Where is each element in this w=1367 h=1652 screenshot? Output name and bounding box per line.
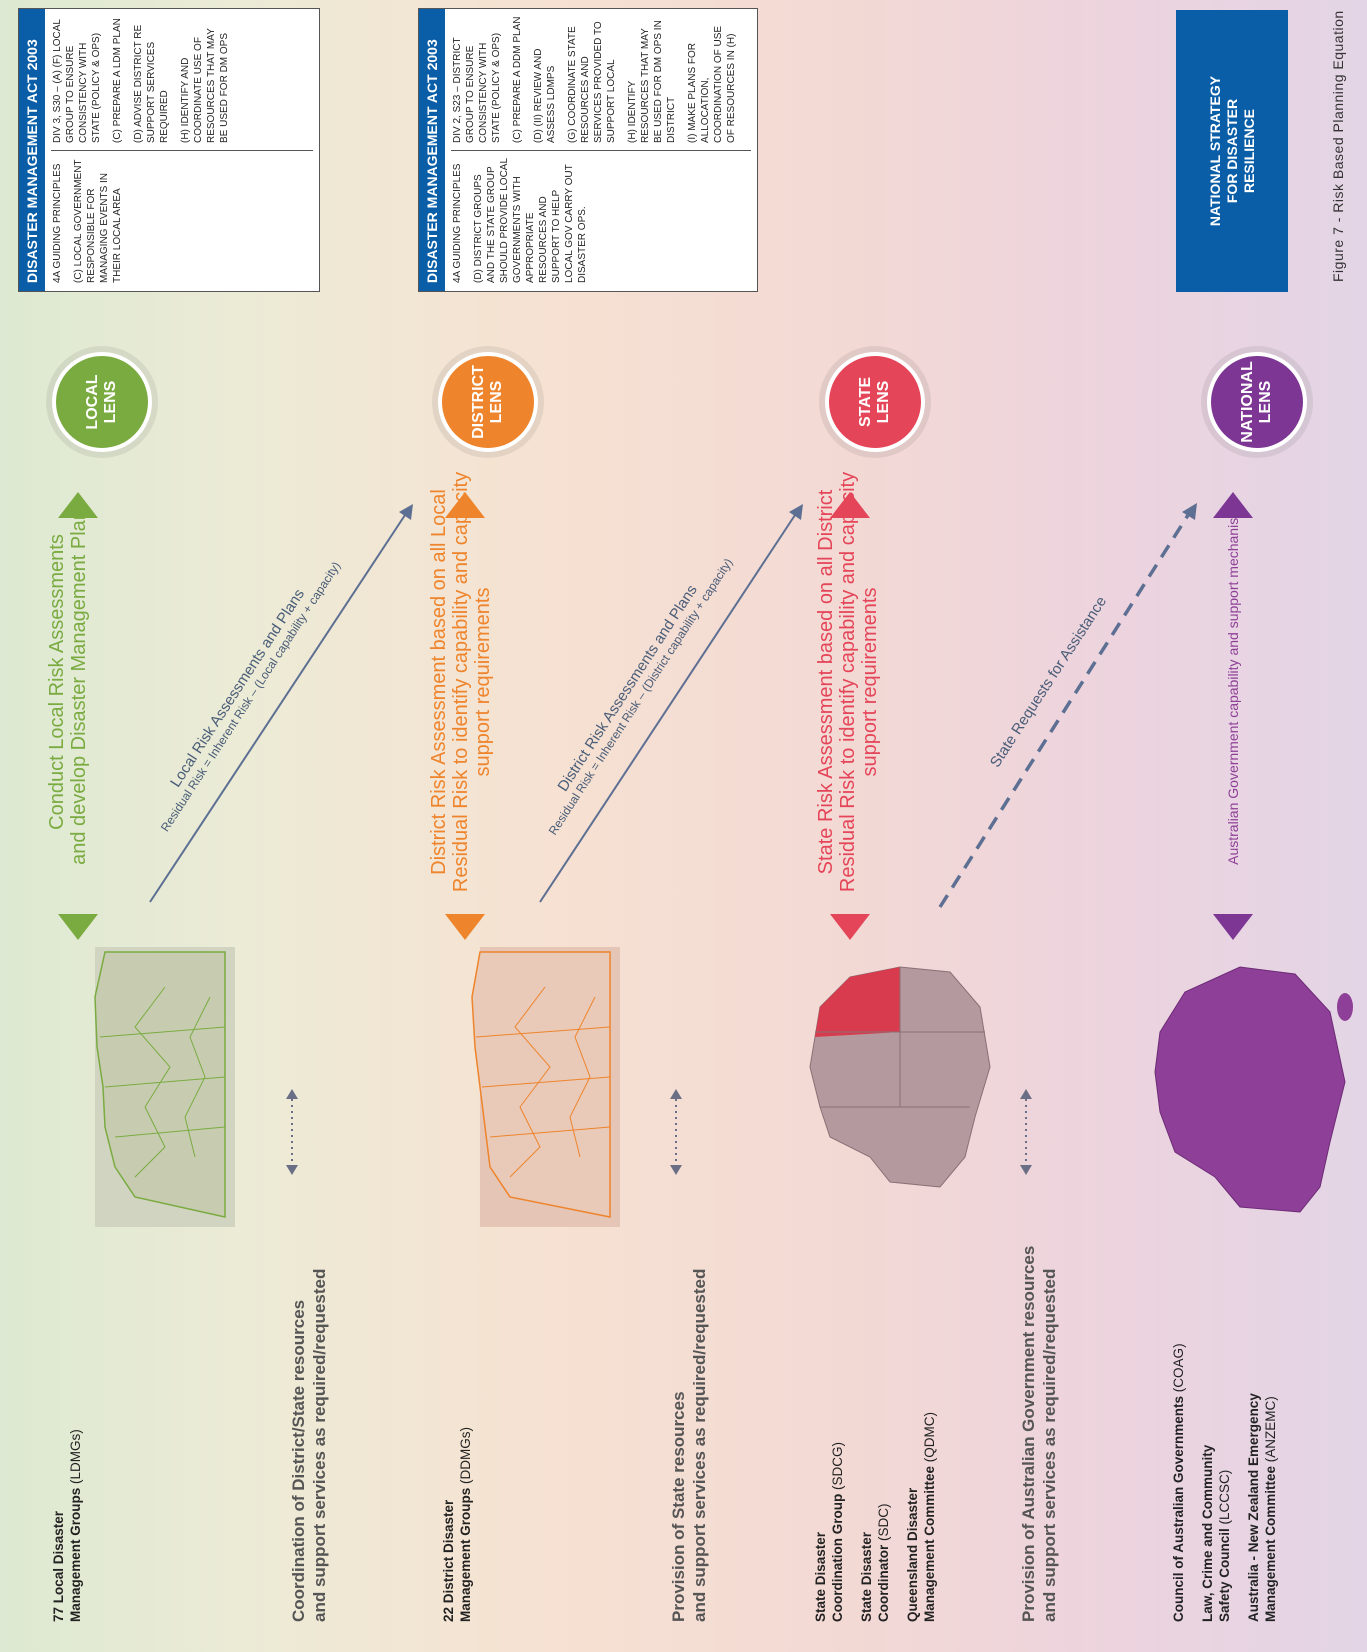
district-dma-col1: 4A GUIDING PRINCIPLES (D) DISTRICT GROUP… (452, 158, 588, 283)
national-entities: Council of Australian Governments (COAG)… (1170, 1202, 1291, 1622)
state-description: State Risk Assessment based on all Distr… (815, 471, 881, 893)
national-description: Australian Government capability and sup… (1225, 499, 1241, 865)
national-arrow-right (1213, 492, 1253, 518)
coordination-text-3: Provision of Australian Government resou… (1019, 1245, 1059, 1622)
local-description: Conduct Local Risk Assessments and devel… (46, 499, 90, 865)
local-dma-col2: DIV 3, S30 – (A) (F) LOCAL GROUP TO ENSU… (52, 18, 230, 143)
local-entity: 77 Local Disaster Management Groups (LDM… (51, 1429, 83, 1622)
dotted-link-1 (286, 1089, 298, 1175)
dashed-arrow-3 (938, 503, 1197, 908)
state-arrow-left (830, 914, 870, 940)
dotted-link-3 (1020, 1089, 1032, 1175)
queensland-local-map (94, 947, 235, 1227)
coordination-text-2: Provision of State resources and support… (669, 1268, 709, 1622)
australia-national-map (1154, 966, 1353, 1213)
district-arrow-left (445, 914, 485, 940)
national-arrow-left (1213, 914, 1253, 940)
australia-state-map (809, 966, 991, 1188)
local-arrow-right (58, 492, 98, 518)
state-arrow-right (830, 492, 870, 518)
district-dma-box: DISASTER MANAGEMENT ACT 2003 4A GUIDING … (418, 8, 758, 292)
queensland-district-map (471, 947, 620, 1227)
national-entity-coag: Council of Australian Governments (COAG) (1171, 1343, 1186, 1622)
district-dma-header: DISASTER MANAGEMENT ACT 2003 (419, 9, 445, 291)
diagonal-arrow-2 (539, 504, 803, 903)
national-strategy-box: NATIONAL STRATEGY FOR DISASTER RESILIENC… (1176, 10, 1288, 292)
figure-caption: Figure 7 - Risk Based Planning Equation (1330, 10, 1346, 282)
district-dma-col2: DIV 2, S23 – DISTRICT GROUP TO ENSURE CO… (452, 16, 737, 143)
district-description: District Risk Assessment based on all Lo… (428, 471, 494, 893)
district-entity: 22 District Disaster Management Groups (… (441, 1426, 473, 1622)
local-dma-box: DISASTER MANAGEMENT ACT 2003 4A GUIDING … (18, 8, 320, 292)
coordination-text-1: Coordination of District/State resources… (289, 1268, 329, 1622)
local-dma-header: DISASTER MANAGEMENT ACT 2003 (19, 9, 45, 291)
district-arrow-right (445, 492, 485, 518)
dotted-link-2 (670, 1089, 682, 1175)
local-dma-col1: 4A GUIDING PRINCIPLES (C) LOCAL GOVERNME… (52, 159, 123, 283)
local-arrow-left (58, 914, 98, 940)
diagonal-arrow-1 (149, 504, 413, 903)
